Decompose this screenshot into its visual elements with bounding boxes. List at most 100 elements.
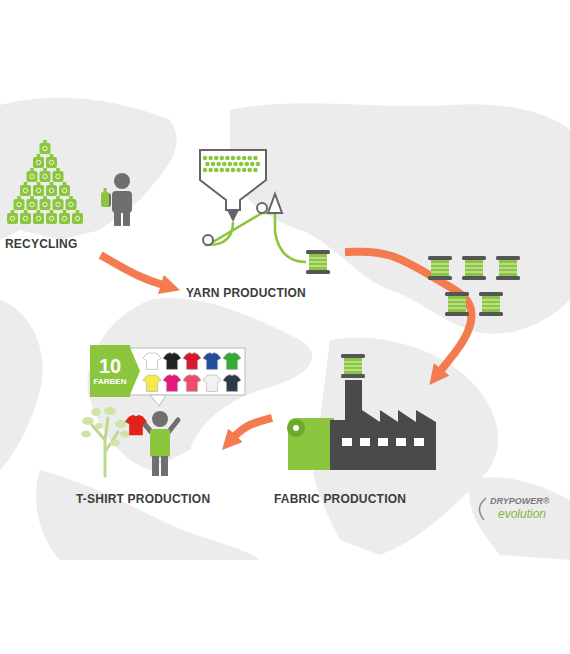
process-arrow <box>230 418 272 441</box>
bottle <box>59 185 70 196</box>
bottle-neck <box>24 182 28 186</box>
recycle-mark <box>56 202 60 206</box>
hopper <box>200 150 266 210</box>
bottle <box>46 185 57 196</box>
granule <box>253 168 258 173</box>
bottle-neck <box>56 196 60 200</box>
granule <box>203 156 208 161</box>
shirt <box>203 375 221 392</box>
spools <box>306 250 520 378</box>
granule <box>233 162 238 167</box>
granule <box>220 168 225 173</box>
recycle-mark <box>36 160 40 164</box>
granule <box>250 162 255 167</box>
bottle <box>46 213 57 224</box>
bubble-panel <box>130 348 245 395</box>
map-land <box>0 98 570 560</box>
shirt-swatches <box>143 353 241 392</box>
bottle <box>14 199 25 210</box>
bottle-neck <box>69 196 73 200</box>
granule <box>225 156 230 161</box>
recycle-mark <box>69 202 73 206</box>
recycle-mark <box>36 216 40 220</box>
bottle <box>33 157 44 168</box>
recycle-mark <box>30 174 34 178</box>
granule <box>214 168 219 173</box>
bottle-neck <box>37 210 41 214</box>
bottle-neck <box>43 196 47 200</box>
bottle-neck <box>30 196 34 200</box>
shirt <box>125 415 147 435</box>
roller <box>257 203 267 213</box>
granule <box>225 168 230 173</box>
shirt <box>223 353 241 370</box>
granule <box>242 156 247 161</box>
yarn-cone <box>268 194 282 213</box>
bottle <box>40 199 51 210</box>
bottle <box>40 143 51 154</box>
granule <box>253 156 258 161</box>
spool <box>445 292 469 316</box>
bottle-neck <box>50 182 54 186</box>
granule <box>205 162 210 167</box>
bottle-neck <box>43 140 47 144</box>
shirt <box>143 375 161 392</box>
granule <box>211 162 216 167</box>
granule <box>222 162 227 167</box>
bottle-neck <box>50 154 54 158</box>
brand-name: DRYPOWER® <box>490 496 549 506</box>
bottle-neck <box>37 182 41 186</box>
stage-box: RECYCLING <box>2 135 145 255</box>
fabric-roll-core <box>293 425 299 431</box>
bubble-tail <box>150 395 166 406</box>
held-shirt <box>125 415 147 435</box>
bottle-neck <box>56 168 60 172</box>
bottle <box>53 171 64 182</box>
granules <box>203 156 260 173</box>
bottle-neck <box>76 210 80 214</box>
granule <box>203 168 208 173</box>
person-figure <box>141 411 178 476</box>
spool <box>428 256 452 280</box>
granule <box>231 168 236 173</box>
granule <box>228 162 233 167</box>
bubble-chevron <box>129 345 140 397</box>
granule <box>248 168 253 173</box>
factory <box>330 380 436 470</box>
recycle-mark <box>43 174 47 178</box>
bottle-neck <box>50 210 54 214</box>
granule <box>244 162 249 167</box>
bottle-pyramid <box>7 140 83 224</box>
bottle <box>20 213 31 224</box>
granule <box>248 156 253 161</box>
bottle-neck <box>30 168 34 172</box>
recycle-mark <box>43 146 47 150</box>
bottle <box>59 213 70 224</box>
granule <box>239 162 244 167</box>
recycle-mark <box>62 216 66 220</box>
granule <box>216 162 221 167</box>
recycle-mark <box>10 216 14 220</box>
person-figure <box>105 173 132 226</box>
bottle <box>20 185 31 196</box>
tree <box>81 407 130 476</box>
brand-line: evolution <box>498 507 546 521</box>
recycle-mark <box>17 202 21 206</box>
bottle <box>40 171 51 182</box>
nozzle <box>227 210 239 222</box>
spool <box>462 256 486 280</box>
bottle <box>53 199 64 210</box>
fabric-roll <box>287 419 305 437</box>
recycle-mark <box>75 216 79 220</box>
yarn-thread <box>208 213 306 262</box>
granule <box>242 168 247 173</box>
bottle <box>33 213 44 224</box>
shirt <box>183 375 201 392</box>
recycle-mark <box>36 188 40 192</box>
bottle <box>66 199 77 210</box>
recycle-mark <box>30 202 34 206</box>
shirt <box>143 353 161 370</box>
stage-label: YARN PRODUCTION <box>186 286 306 301</box>
